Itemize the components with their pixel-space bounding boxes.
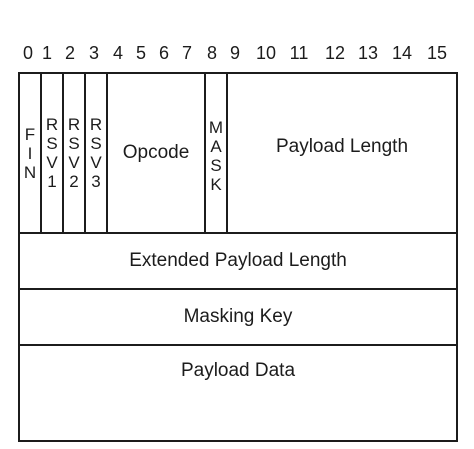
bit-number-9: 9 — [229, 43, 240, 63]
row-divider-1 — [20, 232, 456, 234]
vertical-letter: V — [68, 153, 80, 172]
extended-payload-length-field: Extended Payload Length — [20, 234, 456, 288]
bit-number-8: 8 — [206, 43, 217, 63]
masking-key-field: Masking Key — [20, 290, 456, 344]
bit-number-5: 5 — [135, 43, 146, 63]
row-divider-3 — [20, 344, 456, 346]
vertical-letter: 2 — [69, 172, 79, 191]
divider-mask — [226, 74, 228, 232]
vertical-letter: A — [210, 137, 222, 156]
bit-number-13: 13 — [357, 43, 379, 63]
divider-fin — [40, 74, 42, 232]
bit-number-10: 10 — [255, 43, 277, 63]
vertical-letter: N — [23, 162, 37, 182]
opcode-label: Opcode — [122, 142, 190, 163]
vertical-letter: V — [90, 153, 102, 172]
payload-data-field: Payload Data — [20, 346, 456, 440]
row-divider-2 — [20, 288, 456, 290]
masking-key-label: Masking Key — [183, 306, 293, 327]
bit-number-1: 1 — [41, 43, 52, 63]
vertical-letter: S — [210, 156, 222, 175]
divider-opcode — [204, 74, 206, 232]
bit-number-12: 12 — [324, 43, 346, 63]
bit-number-14: 14 — [391, 43, 413, 63]
vertical-letter: R — [45, 115, 59, 134]
bit-number-row: 0 1 2 3 4 5 6 7 8 9 10 11 12 13 14 15 — [0, 40, 474, 70]
bit-number-6: 6 — [158, 43, 169, 63]
vertical-letter: M — [208, 118, 224, 137]
payload-length-label: Payload Length — [275, 136, 409, 157]
bit-number-3: 3 — [88, 43, 99, 63]
extended-payload-length-label: Extended Payload Length — [129, 250, 347, 271]
vertical-letter: R — [67, 115, 81, 134]
vertical-letter: R — [89, 115, 103, 134]
payload-data-label: Payload Data — [180, 360, 296, 381]
vertical-letter: 1 — [47, 172, 57, 191]
bit-number-7: 7 — [181, 43, 192, 63]
bit-number-15: 15 — [426, 43, 448, 63]
divider-rsv2 — [84, 74, 86, 232]
bit-number-0: 0 — [22, 43, 33, 63]
vertical-letter: S — [46, 134, 58, 153]
vertical-letter: I — [27, 143, 33, 163]
divider-rsv1 — [62, 74, 64, 232]
divider-rsv3 — [106, 74, 108, 232]
vertical-letter: S — [90, 134, 102, 153]
bit-number-11: 11 — [289, 43, 309, 63]
bit-number-4: 4 — [112, 43, 123, 63]
vertical-letter: S — [68, 134, 80, 153]
bit-number-2: 2 — [64, 43, 75, 63]
vertical-letter: V — [46, 153, 58, 172]
payload-length-field: Payload Length — [228, 74, 456, 232]
opcode-field: Opcode — [108, 74, 204, 232]
vertical-letter: 3 — [91, 172, 101, 191]
vertical-letter: K — [210, 175, 222, 194]
vertical-letter: F — [24, 124, 36, 144]
